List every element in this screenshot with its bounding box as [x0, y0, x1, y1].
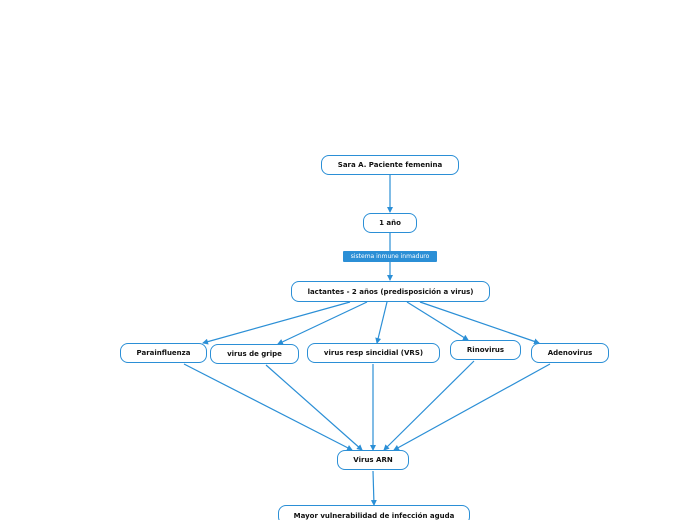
- node-patient[interactable]: Sara A. Paciente femenina: [321, 155, 459, 175]
- edge-label-immune: sistema inmune inmaduro: [343, 251, 437, 262]
- edge-adenovirus-to-arn: [393, 363, 551, 451]
- edge-infants-to-rhinovirus: [406, 301, 469, 341]
- node-rhinovirus[interactable]: Rinovirus: [450, 340, 521, 360]
- node-parainfluenza[interactable]: Parainfluenza: [120, 343, 207, 363]
- node-flu[interactable]: virus de gripe: [210, 344, 299, 364]
- node-flu-label: virus de gripe: [227, 350, 282, 358]
- node-age[interactable]: 1 año: [363, 213, 417, 233]
- edge-label-immune-text: sistema inmune inmaduro: [350, 253, 430, 260]
- node-parainfluenza-label: Parainfluenza: [136, 349, 191, 357]
- edge-flu-to-arn: [265, 364, 363, 451]
- node-patient-label: Sara A. Paciente femenina: [337, 161, 443, 169]
- edge-rhinovirus-to-arn: [383, 360, 475, 451]
- edge-infants-to-vrs: [375, 301, 388, 344]
- node-adenovirus[interactable]: Adenovirus: [531, 343, 609, 363]
- edge-parainfluenza-to-arn: [183, 363, 353, 451]
- edge-infants-to-adenovirus: [419, 301, 540, 345]
- edge-infants-to-flu: [277, 301, 368, 345]
- node-arn[interactable]: Virus ARN: [337, 450, 409, 470]
- node-vrs-label: virus resp sincidial (VRS): [323, 349, 424, 357]
- node-vulnerability-label: Mayor vulnerabilidad de infección aguda: [293, 512, 455, 520]
- node-arn-label: Virus ARN: [353, 456, 393, 464]
- node-rhinovirus-label: Rinovirus: [466, 346, 505, 354]
- node-vulnerability[interactable]: Mayor vulnerabilidad de infección aguda: [278, 505, 470, 520]
- node-infants-label: lactantes - 2 años (predisposición a vir…: [307, 287, 474, 296]
- node-adenovirus-label: Adenovirus: [547, 349, 593, 357]
- node-age-label: 1 año: [379, 219, 401, 227]
- node-infants[interactable]: lactantes - 2 años (predisposición a vir…: [291, 281, 490, 302]
- edge-arn-to-vulnerability: [370, 470, 377, 506]
- node-vrs[interactable]: virus resp sincidial (VRS): [307, 343, 440, 363]
- edge-infants-to-parainfluenza: [202, 301, 351, 345]
